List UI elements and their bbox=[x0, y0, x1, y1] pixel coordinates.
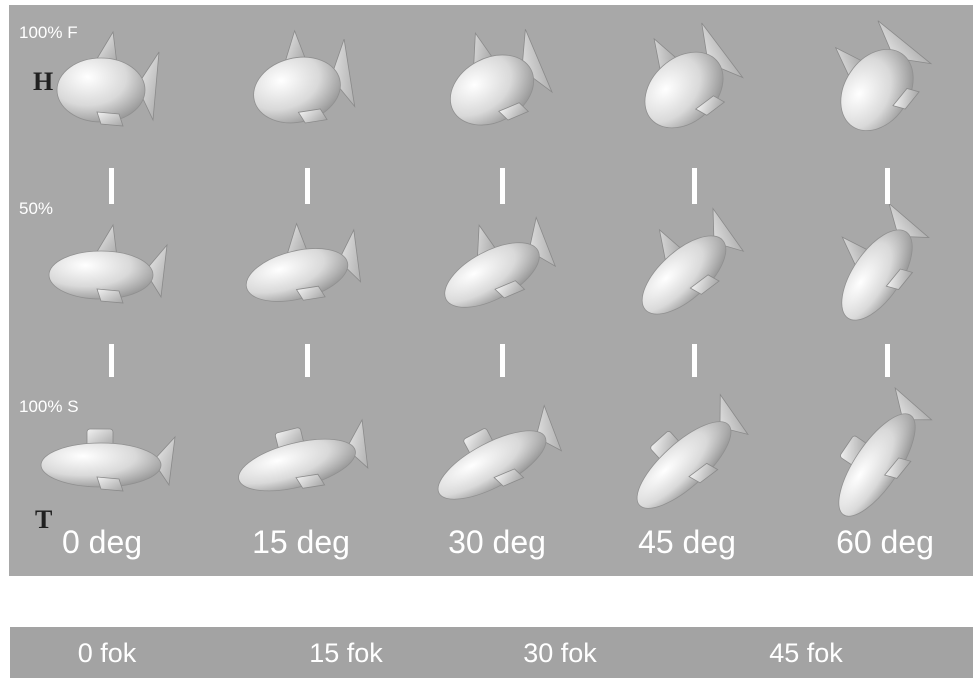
side-fin bbox=[97, 477, 123, 491]
vehicle-r0-c1 bbox=[240, 20, 362, 136]
angle-label-60: 60 deg bbox=[836, 526, 934, 558]
vehicle-r0-c3 bbox=[612, 8, 751, 146]
angle-label-15: 15 deg bbox=[252, 526, 350, 558]
vehicle-r1-c4 bbox=[806, 192, 937, 333]
vehicle-r2-c2 bbox=[422, 398, 569, 516]
vehicle-r0-c4 bbox=[804, 9, 939, 146]
vehicle-r0-c2 bbox=[426, 12, 560, 143]
connector-c4-1 bbox=[885, 344, 890, 377]
side-fin bbox=[97, 289, 123, 303]
connector-c2-0 bbox=[500, 168, 505, 204]
hull bbox=[429, 417, 556, 512]
vehicle-r1-c3 bbox=[612, 194, 752, 331]
connector-c1-1 bbox=[305, 344, 310, 377]
corner-mark-bottom: T bbox=[35, 507, 52, 533]
vehicle-r1-c1 bbox=[234, 211, 367, 315]
vehicle-r2-c4 bbox=[814, 384, 940, 530]
connector-c4-0 bbox=[885, 168, 890, 204]
angle-label-45: 45 deg bbox=[638, 526, 736, 558]
angle-label-0: 0 deg bbox=[62, 526, 142, 558]
bar-label-0: 0 fok bbox=[78, 640, 137, 667]
connector-c3-1 bbox=[692, 344, 697, 377]
row-label-full-forward: 100% F bbox=[19, 24, 78, 41]
connector-c0-0 bbox=[109, 168, 114, 204]
hull bbox=[625, 409, 744, 522]
hull bbox=[825, 403, 929, 527]
row-label-full-side: 100% S bbox=[19, 398, 79, 415]
side-fin bbox=[97, 112, 123, 126]
connector-c2-1 bbox=[500, 344, 505, 377]
bar-label-15: 15 fok bbox=[309, 640, 383, 667]
vehicle-r1-c0 bbox=[49, 225, 167, 303]
bar-label-30: 30 fok bbox=[523, 640, 597, 667]
vehicle-r1-c2 bbox=[423, 200, 564, 324]
vehicle-r2-c0 bbox=[41, 429, 175, 491]
connector-c1-0 bbox=[305, 168, 310, 204]
hull bbox=[247, 48, 348, 131]
vehicle-render-grid bbox=[9, 5, 973, 576]
vehicle-r0-c0 bbox=[57, 32, 159, 126]
figure-panel: 100% F 50% 100% S H T 0 deg 15 deg 30 de… bbox=[9, 5, 973, 576]
bottom-label-bar: 0 fok 15 fok 30 fok 45 fok bbox=[10, 627, 973, 678]
vehicle-r2-c1 bbox=[230, 412, 375, 505]
connector-c3-0 bbox=[692, 168, 697, 204]
angle-label-30: 30 deg bbox=[448, 526, 546, 558]
connector-c0-1 bbox=[109, 344, 114, 377]
corner-mark-top: H bbox=[33, 69, 53, 95]
bar-label-45: 45 fok bbox=[769, 640, 843, 667]
row-label-half: 50% bbox=[19, 200, 53, 217]
vehicle-r2-c3 bbox=[615, 389, 756, 525]
